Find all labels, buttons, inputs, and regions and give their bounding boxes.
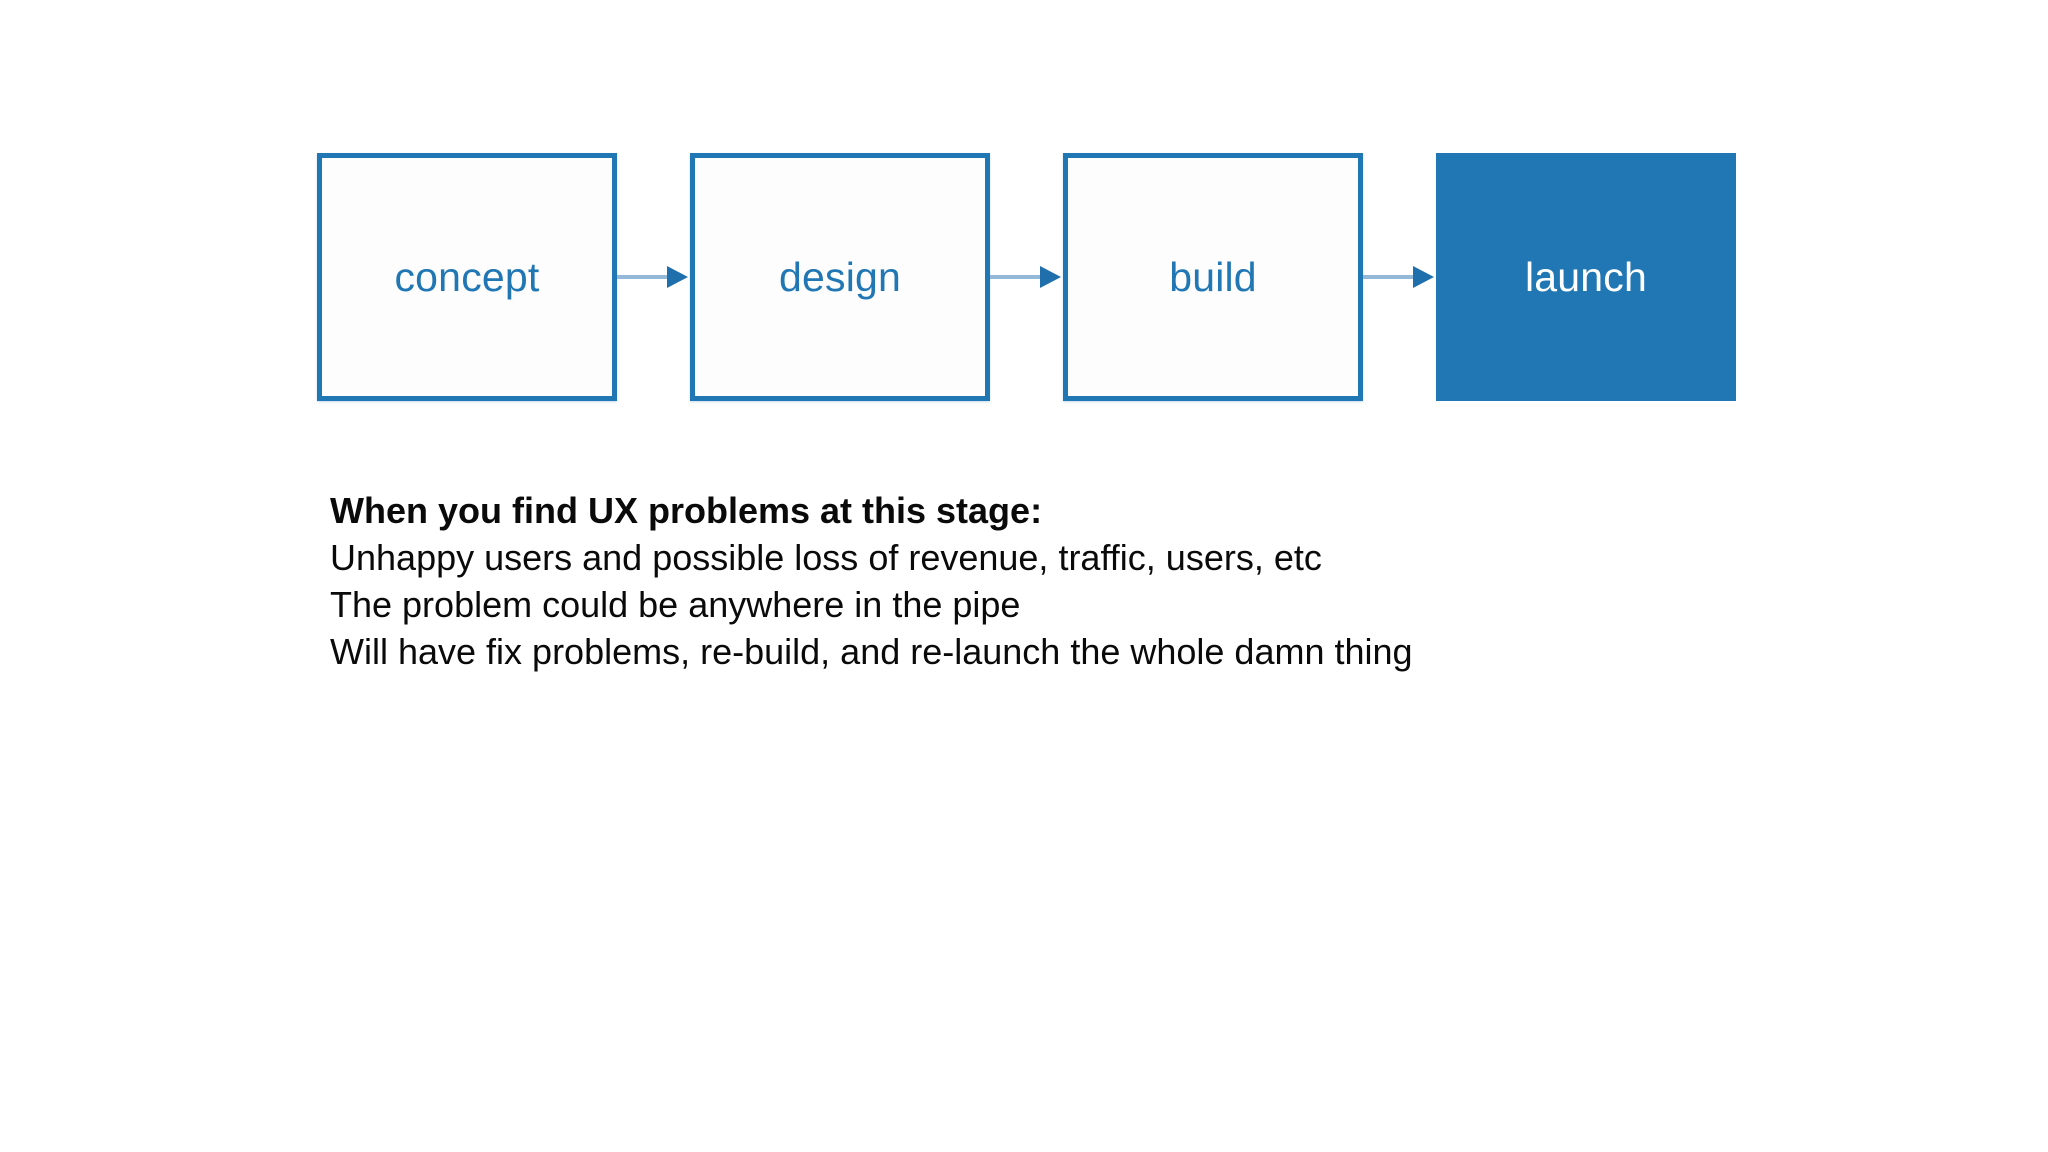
copy-line-1: Unhappy users and possible loss of reven… <box>330 537 1322 578</box>
stage-box-design[interactable]: design <box>690 153 990 401</box>
arrow-concept-to-design-icon <box>617 265 690 289</box>
copy-line-3: Will have fix problems, re-build, and re… <box>330 631 1413 672</box>
stage-label-build: build <box>1169 253 1257 300</box>
stage-label-design: design <box>778 253 902 300</box>
stage-box-concept[interactable]: concept <box>317 153 617 401</box>
stage-box-launch[interactable]: launch <box>1436 153 1736 401</box>
copy-line-2: The problem could be anywhere in the pip… <box>330 584 1021 625</box>
stage-box-build[interactable]: build <box>1063 153 1363 401</box>
arrow-head <box>1413 266 1434 288</box>
arrow-shaft <box>990 275 1046 279</box>
arrow-shaft <box>1363 275 1419 279</box>
stage-label-concept: concept <box>394 253 540 300</box>
arrow-design-to-build-icon <box>990 265 1063 289</box>
process-pipeline-diagram: concept design build launch <box>317 152 1738 402</box>
slide-body-copy: When you find UX problems at this stage:… <box>330 487 1730 675</box>
arrow-head <box>1040 266 1061 288</box>
arrow-head <box>667 266 688 288</box>
arrow-build-to-launch-icon <box>1363 265 1436 289</box>
copy-heading: When you find UX problems at this stage: <box>330 490 1043 531</box>
stage-label-launch: launch <box>1524 253 1648 300</box>
arrow-shaft <box>617 275 673 279</box>
